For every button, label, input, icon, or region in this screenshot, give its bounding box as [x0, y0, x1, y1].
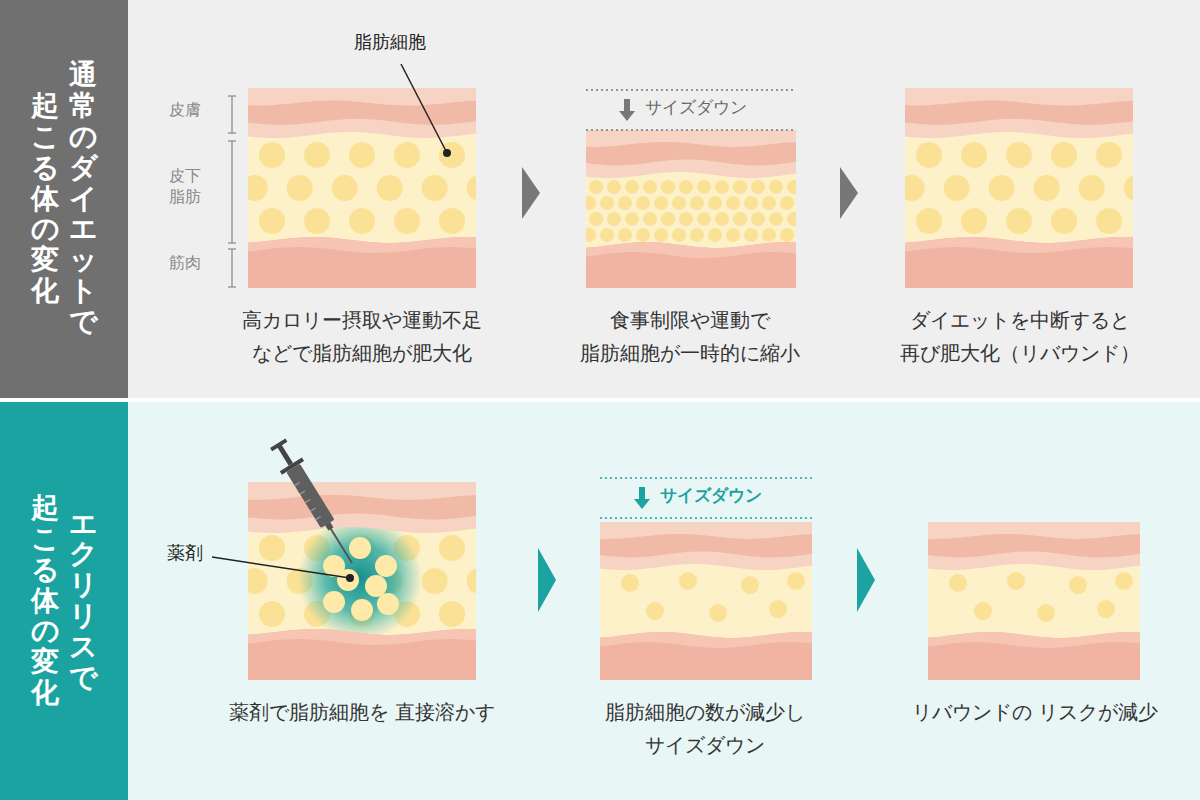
step-chevron: [840, 167, 858, 219]
part-label: 皮下 脂肪: [165, 166, 205, 208]
part-label: サイズダウン: [660, 484, 810, 506]
side-panel: 通常のダイエットで起こる体の変化: [0, 0, 128, 398]
step-caption: 脂肪細胞の数が減少し サイズダウン: [555, 696, 855, 762]
part-label: サイズダウン: [645, 96, 795, 118]
part-label: 脂肪細胞: [330, 30, 450, 53]
part-label: 筋肉: [155, 253, 215, 274]
step-chevron: [857, 548, 875, 612]
step-caption: 薬剤で脂肪細胞を 直接溶かす: [212, 696, 512, 729]
part-label: 皮膚: [155, 100, 215, 121]
step-caption: 食事制限や運動で 脂肪細胞が一時的に縮小: [540, 304, 840, 370]
skin-cross-section: [248, 88, 476, 288]
band-background: [128, 402, 1200, 800]
step-chevron: [522, 167, 540, 219]
skin-cross-section: [905, 88, 1133, 288]
size-down-marker: [600, 478, 812, 518]
vertical-heading: 起こる体の変化: [31, 493, 59, 709]
leader-line: [401, 64, 447, 153]
size-down-marker: [586, 90, 796, 130]
step-caption: リバウンドの リスクが減少: [885, 696, 1185, 729]
step-chevron: [538, 548, 556, 612]
step-caption: ダイエットを中断すると 再び肥大化（リバウンド）: [870, 304, 1170, 370]
part-label: 薬剤: [155, 541, 215, 564]
syringe: [267, 436, 363, 570]
side-panel: エクリリスで起こる体の変化: [0, 402, 128, 800]
leader-dot: [443, 149, 451, 157]
skin-cross-section: [586, 130, 796, 288]
band-background: [128, 0, 1200, 398]
step-caption: 高カロリー摂取や運動不足 などで脂肪細胞が肥大化: [212, 304, 512, 370]
leader-dot: [346, 574, 354, 582]
skin-cross-section: [600, 522, 812, 680]
vertical-heading: 起こる体の変化: [31, 91, 59, 307]
vertical-heading: 通常のダイエットで: [69, 60, 97, 337]
layer-bracket: [228, 96, 236, 287]
skin-cross-section: [928, 522, 1140, 680]
leader-line: [212, 557, 350, 578]
skin-cross-section: [248, 482, 476, 680]
vertical-heading: エクリリスで: [69, 509, 97, 694]
